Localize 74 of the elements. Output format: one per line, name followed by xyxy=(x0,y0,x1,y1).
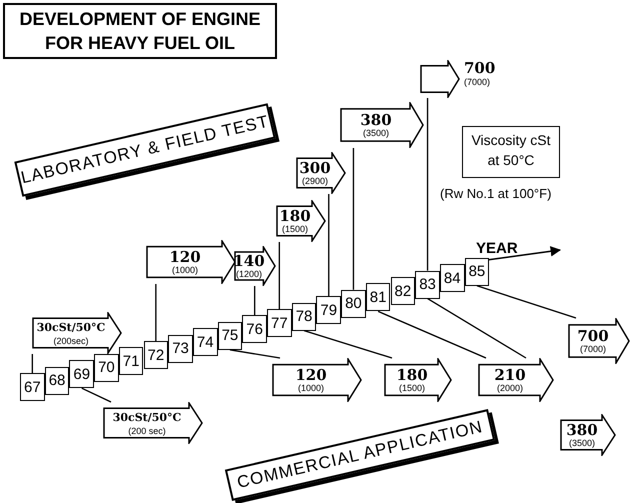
value-note: (2900) xyxy=(302,176,328,186)
value-note: (1200) xyxy=(236,268,262,280)
year-box: 80 xyxy=(341,290,366,318)
value-note: (200sec) xyxy=(53,336,88,346)
value-number: 210 xyxy=(494,366,526,382)
value-flag xyxy=(276,200,326,242)
value-flag xyxy=(340,102,424,148)
unit-note: (Rw No.1 at 100°F) xyxy=(440,186,552,201)
value-flag xyxy=(384,358,452,402)
year-box: 82 xyxy=(390,277,416,305)
value-note: (3500) xyxy=(362,128,389,138)
value-number: 120 xyxy=(169,248,201,264)
value-flag xyxy=(32,312,122,354)
value-flag xyxy=(146,240,236,284)
year-box: 81 xyxy=(366,283,390,312)
axis-label: YEAR xyxy=(476,240,518,257)
diagram-title: DEVELOPMENT OF ENGINE FOR HEAVY FUEL OIL xyxy=(3,3,277,59)
value-flag xyxy=(272,358,362,402)
year-box: 72 xyxy=(144,341,168,369)
value-number: 300 xyxy=(299,160,331,176)
connector-line xyxy=(230,349,280,359)
value-number: 140 xyxy=(233,252,265,268)
year-box: 69 xyxy=(69,360,94,388)
connector-line xyxy=(81,388,112,403)
connector-line xyxy=(352,148,354,290)
connector-line xyxy=(427,298,526,359)
value-number: 180 xyxy=(279,208,311,224)
connector-line xyxy=(476,285,576,319)
year-box: 71 xyxy=(118,347,144,376)
value-number: 180 xyxy=(396,366,428,382)
value-note: (7000) xyxy=(464,77,490,88)
value-note: (200 sec) xyxy=(128,426,166,436)
connector-line xyxy=(278,242,280,309)
value-note: (1000) xyxy=(298,382,324,394)
note-box: Viscosity cSt at 50°C xyxy=(462,126,560,178)
year-box: 85 xyxy=(464,258,490,286)
year-box: 77 xyxy=(267,309,292,337)
value-note: (1500) xyxy=(282,224,308,234)
value-note: (3500) xyxy=(568,438,595,448)
connector-line xyxy=(304,330,392,359)
value-note: (2000) xyxy=(496,382,523,394)
connector-line xyxy=(254,286,256,316)
value-flag xyxy=(568,318,630,364)
year-box: 75 xyxy=(218,322,242,350)
value-number: 380 xyxy=(566,422,598,438)
value-note: (7000) xyxy=(580,344,606,354)
year-box: 68 xyxy=(44,366,70,395)
year-box: 74 xyxy=(192,328,218,356)
year-box: 78 xyxy=(292,302,316,331)
connector-line xyxy=(155,284,156,341)
connector-line xyxy=(328,194,330,296)
value-number: 120 xyxy=(295,366,327,382)
value-number: 700 xyxy=(464,60,496,76)
value-number: 380 xyxy=(360,112,392,128)
value-flag xyxy=(560,414,616,456)
year-box: 84 xyxy=(440,264,465,292)
year-box: 76 xyxy=(242,315,267,344)
value-note: (1500) xyxy=(398,382,425,394)
value-flag xyxy=(478,358,554,402)
year-box: 70 xyxy=(94,354,119,382)
value-number: 700 xyxy=(577,328,609,344)
value-flag xyxy=(103,402,203,444)
value-number: 30cSt/50°C xyxy=(112,410,182,426)
connector-line xyxy=(426,98,428,271)
year-box: 83 xyxy=(415,270,440,299)
year-box: 73 xyxy=(168,334,193,363)
connector-line xyxy=(32,354,33,373)
value-flag xyxy=(234,246,276,286)
value-note: (1000) xyxy=(172,264,198,276)
value-number: 30cSt/50°C xyxy=(36,320,106,336)
connector-line xyxy=(378,310,486,359)
year-box: 79 xyxy=(316,296,342,324)
year-box: 67 xyxy=(20,373,45,401)
value-flag xyxy=(296,152,346,194)
